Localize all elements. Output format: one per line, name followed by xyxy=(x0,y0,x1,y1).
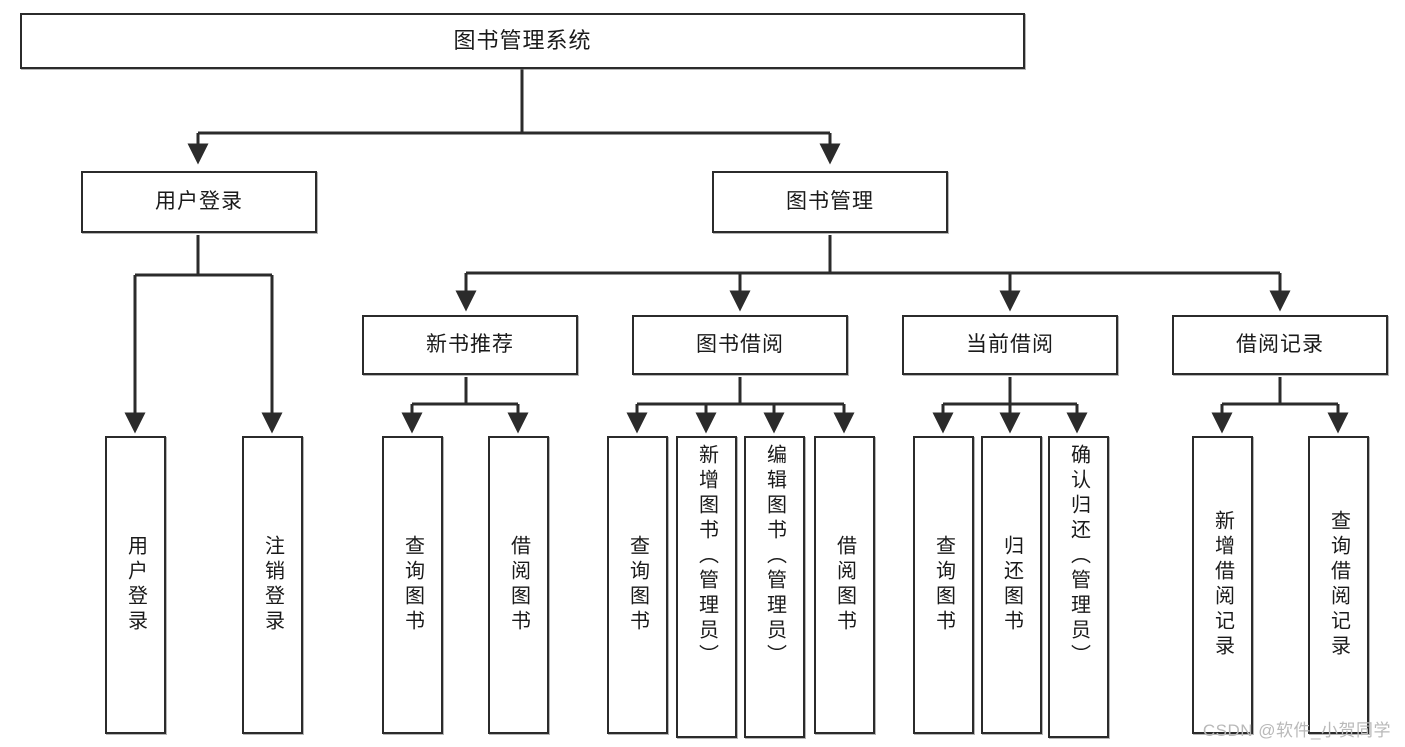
leaf-borrow-book-borrow[interactable]: 借阅图书 xyxy=(814,436,875,734)
node-label: 编辑图书（管理员） xyxy=(763,444,786,669)
node-new-book-recommend[interactable]: 新书推荐 xyxy=(362,315,578,375)
watermark-text: CSDN @软件_小贺同学 xyxy=(1202,721,1391,740)
node-label: 注销登录 xyxy=(261,535,284,635)
node-borrow-record[interactable]: 借阅记录 xyxy=(1172,315,1388,375)
leaf-query-book-recommend[interactable]: 查询图书 xyxy=(382,436,443,734)
node-label: 图书管理系统 xyxy=(453,27,592,53)
node-label: 当前借阅 xyxy=(966,333,1054,357)
node-label: 借阅记录 xyxy=(1236,333,1324,357)
node-label: 用户登录 xyxy=(155,190,243,214)
leaf-edit-book-admin[interactable]: 编辑图书（管理员） xyxy=(744,436,805,738)
node-label: 借阅图书 xyxy=(507,535,530,635)
node-label: 查询借阅记录 xyxy=(1327,510,1350,660)
leaf-add-borrow-record[interactable]: 新增借阅记录 xyxy=(1192,436,1253,734)
leaf-return-book[interactable]: 归还图书 xyxy=(981,436,1042,734)
node-book-borrow[interactable]: 图书借阅 xyxy=(632,315,848,375)
leaf-query-book-borrow[interactable]: 查询图书 xyxy=(607,436,668,734)
node-label: 借阅图书 xyxy=(833,535,856,635)
leaf-borrow-book-recommend[interactable]: 借阅图书 xyxy=(488,436,549,734)
node-label: 确认归还（管理员） xyxy=(1067,444,1090,669)
node-label: 新书推荐 xyxy=(426,333,514,357)
node-label: 新增图书（管理员） xyxy=(695,444,718,669)
leaf-add-book-admin[interactable]: 新增图书（管理员） xyxy=(676,436,737,738)
node-label: 图书借阅 xyxy=(696,333,784,357)
node-current-borrow[interactable]: 当前借阅 xyxy=(902,315,1118,375)
node-label: 归还图书 xyxy=(1000,535,1023,635)
node-user-login[interactable]: 用户登录 xyxy=(81,171,317,233)
node-label: 查询图书 xyxy=(401,535,424,635)
node-label: 用户登录 xyxy=(124,535,147,635)
node-root-system[interactable]: 图书管理系统 xyxy=(20,13,1025,69)
leaf-confirm-return-admin[interactable]: 确认归还（管理员） xyxy=(1048,436,1109,738)
node-book-management[interactable]: 图书管理 xyxy=(712,171,948,233)
leaf-query-book-current[interactable]: 查询图书 xyxy=(913,436,974,734)
node-label: 查询图书 xyxy=(626,535,649,635)
node-label: 查询图书 xyxy=(932,535,955,635)
node-label: 新增借阅记录 xyxy=(1211,510,1234,660)
node-label: 图书管理 xyxy=(786,190,874,214)
leaf-user-login[interactable]: 用户登录 xyxy=(105,436,166,734)
leaf-query-borrow-record[interactable]: 查询借阅记录 xyxy=(1308,436,1369,734)
leaf-logout-login[interactable]: 注销登录 xyxy=(242,436,303,734)
